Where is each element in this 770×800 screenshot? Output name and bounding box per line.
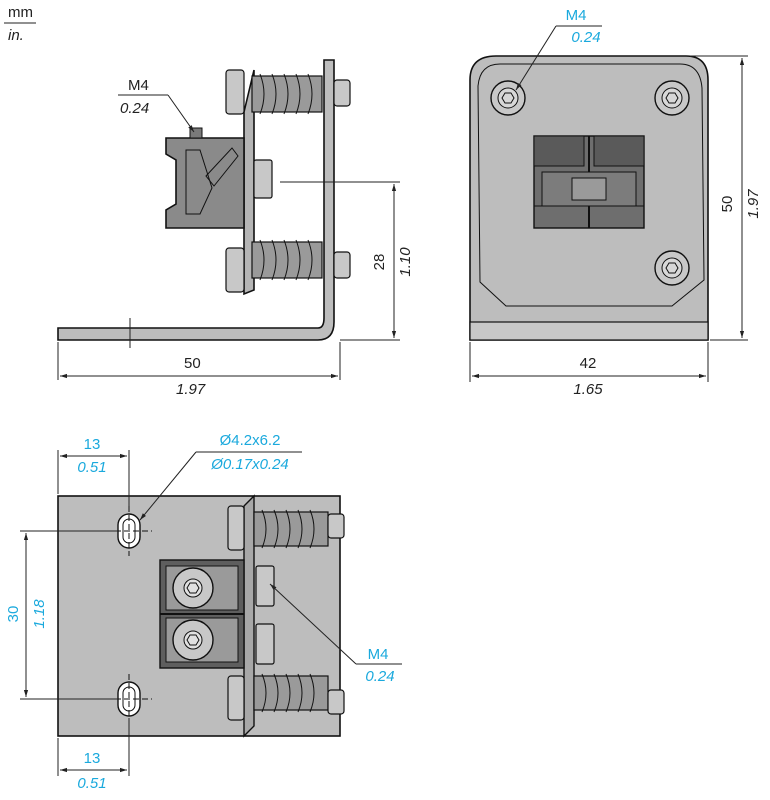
bolt-head-lower [225,247,245,293]
l-bracket [57,59,335,341]
front-height-mm: 50 [719,196,736,213]
front-width-in: 1.65 [573,381,603,398]
side-height-mm: 28 [371,254,388,271]
side-width-mm: 50 [184,355,201,372]
front-height-in: 1.97 [745,189,762,219]
top-screw-mm: M4 [368,646,389,663]
back-plate [243,69,255,296]
front-width-mm: 42 [580,355,597,372]
top-terminal-screw-lower [172,619,214,661]
spring-lower [251,239,323,281]
front-screw-in: 0.24 [571,29,600,46]
slot-upper [106,506,152,556]
top-spacing-mm: 30 [5,606,22,623]
side-height-in: 1.10 [397,247,414,277]
terminal-clamp [165,137,245,229]
side-screw-in: 0.24 [120,100,149,117]
top-slot-mm: Ø4.2x6.2 [220,432,281,449]
top-offset-top-mm: 13 [84,436,101,453]
spring-upper [251,73,323,115]
units-imperial: in. [8,27,24,44]
front-view: M4 0.24 50 1.97 42 1.65 [469,7,762,398]
units-metric: mm [8,4,33,21]
top-screw-in: 0.24 [365,668,394,685]
front-screw-mm: M4 [566,7,587,24]
nut-upper [333,79,351,107]
front-inner-plate [477,63,705,307]
center-tab [253,159,273,199]
side-width-in: 1.97 [176,381,206,398]
front-screw-bottom-right [654,250,690,286]
top-spacing-in: 1.18 [31,599,48,629]
side-view: M4 0.24 50 1.97 28 1.10 [57,59,414,398]
bolt-head-upper [225,69,245,115]
top-bolt-head-lower [227,675,245,721]
top-nut-upper [327,513,345,539]
top-offset-bottom-mm: 13 [84,750,101,767]
top-back-plate [243,494,255,738]
front-terminal-block [533,135,645,229]
front-base-strip [469,321,709,341]
top-nut-lower [327,689,345,715]
slot-lower [106,674,152,724]
front-screw-top-right [654,80,690,116]
top-spring-lower [253,673,329,713]
front-screw-top-left [490,80,526,116]
nut-lower [333,251,351,279]
top-bolt-head-upper [227,505,245,551]
top-offset-bottom-in: 0.51 [77,775,106,792]
top-spring-upper [253,509,329,549]
top-slot-in: Ø0.17x0.24 [210,456,289,473]
top-terminal-screw-upper [172,567,214,609]
top-tab-lower [255,623,275,665]
side-screw-mm: M4 [128,77,149,94]
units-legend: mm in. [4,4,36,44]
top-view: 13 0.51 Ø4.2x6.2 Ø0.17x0.24 30 1.18 M4 0… [5,432,402,792]
top-tab-upper [255,565,275,607]
top-offset-top-in: 0.51 [77,459,106,476]
